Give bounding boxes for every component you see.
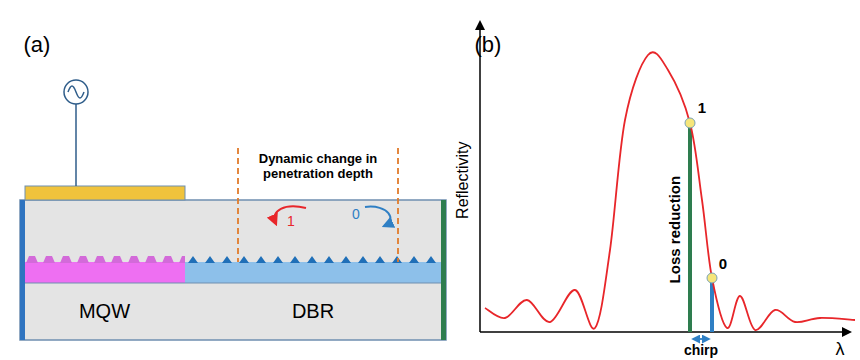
mqw-section: MQW — [24, 284, 185, 338]
axis-label: λ — [836, 339, 845, 360]
panel-label: (b) — [475, 32, 502, 57]
section-label: MQW — [24, 300, 185, 323]
point-label: 0 — [719, 255, 727, 272]
point-label: 1 — [698, 99, 706, 116]
dbr-section: DBR — [185, 284, 441, 338]
panel-label: (a) — [24, 32, 51, 57]
state-label: 0 — [352, 206, 360, 222]
annotation: Dynamic change in penetration depth — [248, 152, 388, 182]
reflectivity-curve — [485, 52, 855, 330]
annotation: Loss reduction — [666, 176, 683, 284]
state-label: 1 — [287, 213, 295, 229]
section-label: DBR — [185, 300, 441, 323]
chirp-label: chirp — [684, 342, 718, 358]
axis-label: Reflectivity — [455, 141, 473, 218]
